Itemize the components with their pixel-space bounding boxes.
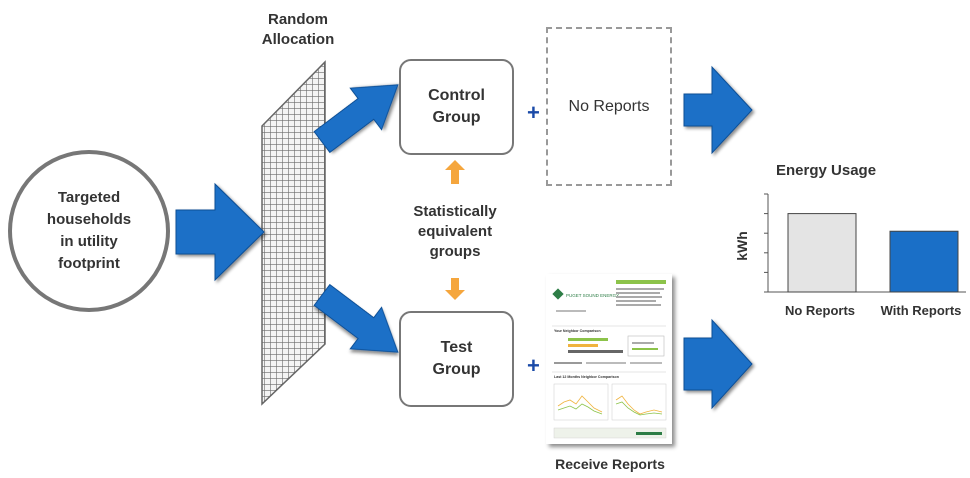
plus-sign-control: + xyxy=(527,100,540,125)
random-allocation-line2: Allocation xyxy=(261,31,335,48)
receive-reports-label: Receive Reports xyxy=(555,456,665,472)
plus-sign-test: + xyxy=(527,353,540,378)
chart-bar-no-reports xyxy=(787,213,857,293)
equivalence-line1: Statistically xyxy=(413,203,497,220)
orange-arrow-up xyxy=(445,160,465,184)
test-group-line2: Group xyxy=(432,361,481,378)
equivalence-line3: groups xyxy=(429,243,481,260)
report-brand-text: PUGET SOUND ENERGY xyxy=(566,293,619,298)
chart-y-axis-label: kWh xyxy=(734,231,750,261)
chart-x-label-with-reports: With Reports xyxy=(880,303,962,318)
control-group-node: Control Group xyxy=(399,59,514,155)
arrow-to-test xyxy=(313,283,399,353)
targeted-households-node: Targeted households in utility footprint xyxy=(8,150,170,312)
households-line3: in utility xyxy=(60,233,118,250)
report-section2-title: Last 12 Months Neighbor Comparison xyxy=(554,375,619,379)
test-group-line1: Test xyxy=(440,339,473,356)
arrow-no-reports-outcome xyxy=(683,65,753,155)
no-reports-box: No Reports xyxy=(546,27,672,186)
home-energy-report-thumbnail: PUGET SOUND ENERGY Your Neighbor Compari… xyxy=(546,274,672,444)
equivalence-label: Statistically equivalent groups xyxy=(385,202,525,262)
control-group-line1: Control xyxy=(428,87,485,104)
test-group-node: Test Group xyxy=(399,311,514,407)
chart-x-label-no-reports: No Reports xyxy=(784,303,856,318)
arrow-reports-outcome xyxy=(683,318,753,410)
allocation-mesh xyxy=(261,60,326,406)
random-allocation-line1: Random xyxy=(268,11,328,28)
report-section1-title: Your Neighbor Comparison xyxy=(554,329,601,333)
households-line1: Targeted xyxy=(57,189,121,206)
arrow-to-control xyxy=(313,84,399,154)
report-illustration: PUGET SOUND ENERGY Your Neighbor Compari… xyxy=(546,274,672,444)
orange-arrow-down xyxy=(445,278,465,300)
control-group-line2: Group xyxy=(432,109,481,126)
energy-usage-chart xyxy=(764,193,966,293)
equivalence-line2: equivalent xyxy=(417,223,493,240)
random-allocation-label: Random Allocation xyxy=(238,10,358,50)
households-line2: households xyxy=(46,211,132,228)
chart-bar-with-reports xyxy=(889,230,959,293)
chart-title: Energy Usage xyxy=(776,162,877,179)
arrow-into-allocation xyxy=(175,182,265,282)
households-line4: footprint xyxy=(58,255,120,272)
